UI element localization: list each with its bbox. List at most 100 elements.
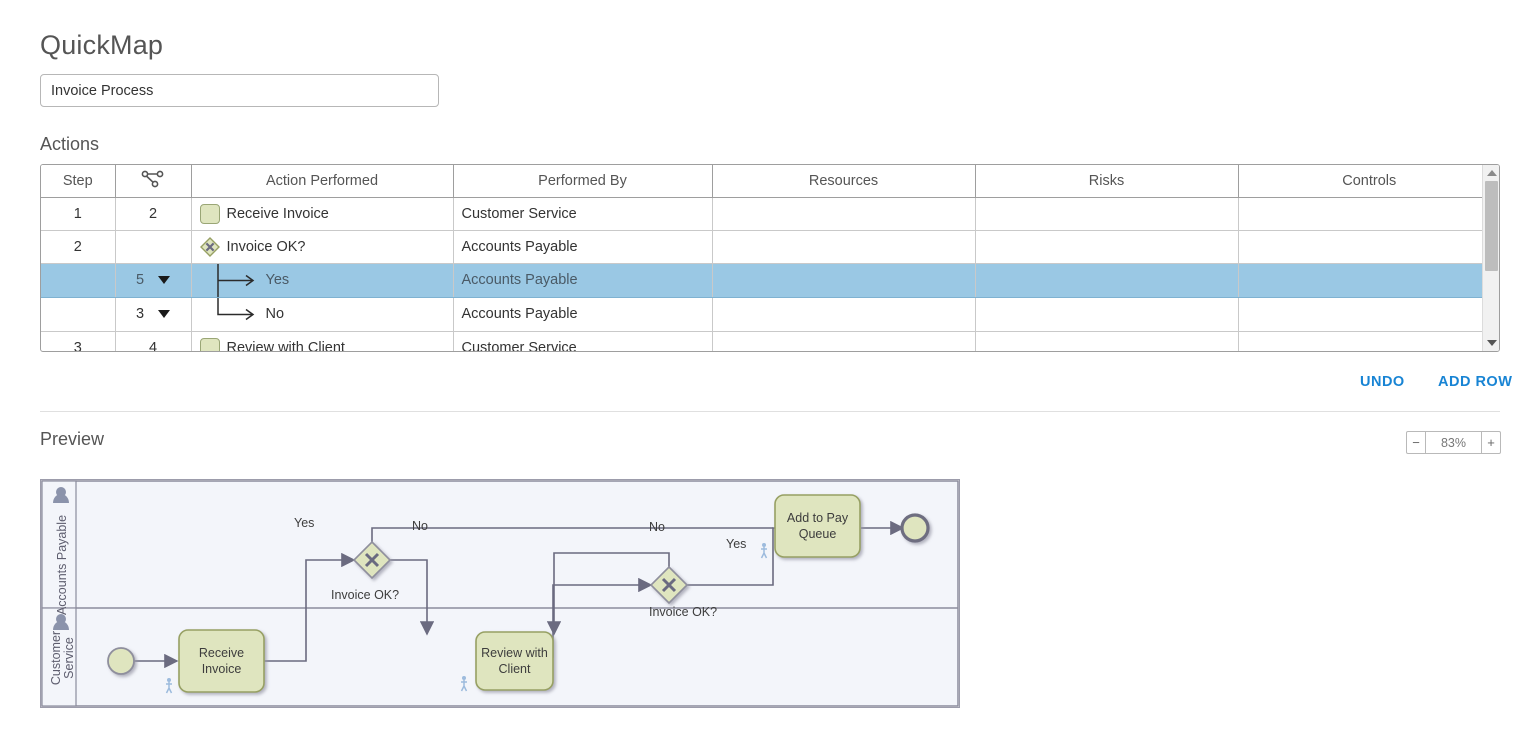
action-label: Invoice OK? [226, 238, 306, 255]
column-header-action-performed[interactable]: Action Performed [191, 165, 454, 198]
scrollbar-thumb[interactable] [1485, 181, 1498, 271]
branch-connector-icon [212, 263, 260, 296]
table-row[interactable]: 3 No [41, 297, 1499, 332]
actions-section-label: Actions [40, 134, 100, 154]
preview-section-label: Preview [40, 429, 105, 449]
task-label-line2: Invoice [202, 662, 242, 676]
cell-branch[interactable]: 5 [115, 263, 192, 298]
flow-label-gw1-no: No [412, 519, 428, 533]
cell-risks[interactable] [975, 331, 1239, 351]
user-task-marker-icon [165, 678, 173, 694]
scroll-up-icon[interactable] [1487, 170, 1497, 176]
flow-label-gw1-yes: Yes [294, 516, 314, 530]
cell-risks[interactable] [975, 230, 1239, 264]
cell-controls[interactable] [1238, 263, 1499, 298]
cell-step[interactable]: 2 [41, 230, 116, 264]
bpmn-preview-canvas[interactable]: Accounts Payable Customer Service [40, 479, 960, 708]
cell-action-performed[interactable]: Invoice OK? [191, 230, 454, 264]
cell-controls[interactable] [1238, 297, 1499, 332]
cell-action-performed[interactable]: Review with Client [191, 331, 454, 351]
lane-label-customer-service-line2: Service [62, 637, 76, 679]
chevron-down-icon[interactable] [158, 310, 171, 318]
branch-target-value: 3 [135, 306, 145, 322]
flow-gw1-yes [371, 527, 773, 542]
user-task-marker-icon [760, 543, 768, 559]
cell-step[interactable] [41, 297, 116, 332]
cell-risks[interactable] [975, 197, 1239, 231]
branch-fork-icon [141, 170, 165, 192]
undo-button[interactable]: UNDO [1360, 374, 1405, 390]
task-shape-icon [199, 337, 220, 351]
table-row[interactable]: 3 4 Review with Client Customer Service [41, 331, 1499, 351]
cell-branch[interactable] [115, 230, 192, 264]
user-task-marker-icon [460, 676, 468, 692]
cell-performed-by[interactable]: Accounts Payable [453, 263, 713, 298]
zoom-level-value: 83% [1440, 435, 1467, 450]
chevron-down-icon[interactable] [158, 276, 171, 284]
task-review-with-client: Review with Client [475, 631, 554, 691]
actions-table-container: Step Action Performed [40, 164, 1500, 352]
cell-resources[interactable] [712, 331, 976, 351]
cell-performed-by[interactable]: Customer Service [453, 331, 713, 351]
cell-resources[interactable] [712, 297, 976, 332]
column-header-controls[interactable]: Controls [1238, 165, 1499, 198]
column-header-branch[interactable] [115, 165, 192, 198]
branch-connector-icon [212, 297, 260, 331]
cell-resources[interactable] [712, 263, 976, 298]
column-header-resources[interactable]: Resources [712, 165, 976, 198]
table-row[interactable]: 5 [41, 263, 1499, 298]
cell-performed-by[interactable]: Accounts Payable [453, 297, 713, 332]
cell-step[interactable]: 1 [41, 197, 116, 231]
actions-table: Step Action Performed [41, 165, 1499, 351]
process-name-input[interactable] [40, 74, 439, 107]
flow-gw1-no [390, 559, 435, 636]
page-title: QuickMap [40, 30, 164, 60]
cell-action-performed[interactable]: Yes [191, 263, 454, 298]
task-label-line1: Add to Pay [787, 511, 849, 525]
column-header-risks[interactable]: Risks [975, 165, 1239, 198]
flow-label-gw2-no: No [649, 520, 665, 534]
cell-risks[interactable] [975, 263, 1239, 298]
cell-action-performed[interactable]: No [191, 297, 454, 332]
cell-branch[interactable]: 2 [115, 197, 192, 231]
cell-risks[interactable] [975, 297, 1239, 332]
table-vertical-scrollbar[interactable] [1482, 165, 1499, 351]
table-row[interactable]: 1 2 Receive Invoice Customer Service [41, 197, 1499, 231]
zoom-out-button[interactable]: − [1407, 432, 1426, 453]
cell-branch[interactable]: 3 [115, 297, 192, 332]
table-header-row: Step Action Performed [41, 165, 1499, 198]
cell-controls[interactable] [1238, 197, 1499, 231]
gateway-invoice-ok-2 [649, 565, 689, 605]
task-label-line2: Queue [799, 527, 837, 541]
task-label-line2: Client [499, 662, 531, 676]
scroll-down-icon[interactable] [1487, 340, 1497, 346]
cell-action-performed[interactable]: Receive Invoice [191, 197, 454, 231]
column-header-step[interactable]: Step [41, 165, 116, 198]
cell-step[interactable]: 3 [41, 331, 116, 351]
branch-target-value: 5 [135, 272, 145, 288]
gateway-label-invoice-ok-2: Invoice OK? [649, 605, 717, 619]
cell-resources[interactable] [712, 230, 976, 264]
action-label: Receive Invoice [226, 205, 329, 222]
table-row[interactable]: 2 Invoice OK? A [41, 230, 1499, 264]
cell-controls[interactable] [1238, 331, 1499, 351]
flow-receive-to-gw1 [264, 552, 356, 662]
bpmn-diagram: Accounts Payable Customer Service [41, 480, 959, 707]
add-row-button[interactable]: ADD ROW [1438, 374, 1513, 390]
column-header-performed-by[interactable]: Performed By [453, 165, 713, 198]
cell-step[interactable] [41, 263, 116, 298]
end-event [900, 513, 930, 543]
section-divider [40, 411, 1500, 412]
cell-resources[interactable] [712, 197, 976, 231]
cell-performed-by[interactable]: Accounts Payable [453, 230, 713, 264]
cell-performed-by[interactable]: Customer Service [453, 197, 713, 231]
zoom-in-button[interactable]: + [1481, 432, 1500, 453]
cell-branch[interactable]: 4 [115, 331, 192, 351]
task-receive-invoice: Receive Invoice [178, 629, 265, 693]
task-label-line1: Receive [199, 646, 244, 660]
start-event [107, 647, 135, 675]
flow-label-gw2-yes: Yes [726, 537, 746, 551]
cell-controls[interactable] [1238, 230, 1499, 264]
zoom-control: − 83% + [1406, 431, 1501, 454]
